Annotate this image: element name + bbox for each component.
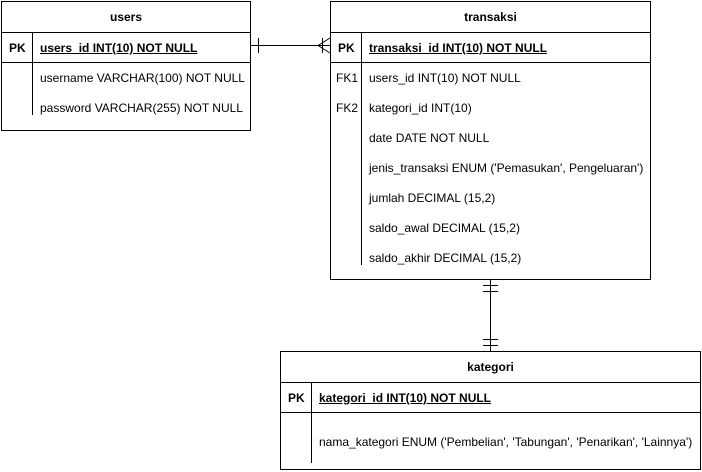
- kategori-pk-divider: [311, 383, 312, 412]
- users-fields-divider: [32, 63, 33, 115]
- transaksi-field-saldo-awal: saldo_awal DECIMAL (15,2): [369, 221, 520, 235]
- transaksi-end-crowfoot-lower: [317, 45, 331, 54]
- transaksi-field-date: date DATE NOT NULL: [369, 131, 490, 145]
- transaksi-field-saldo-akhir: saldo_akhir DECIMAL (15,2): [369, 251, 522, 265]
- kategori-field-nama-kategori: nama_kategori ENUM ('Pembelian', 'Tabung…: [319, 434, 693, 449]
- transaksi-fk2-label: FK2: [336, 101, 359, 115]
- kategori-fields-section: nama_kategori ENUM ('Pembelian', 'Tabung…: [281, 413, 700, 470]
- users-field-username: username VARCHAR(100) NOT NULL: [40, 71, 245, 85]
- transaksi-fk1-label: FK1: [336, 71, 359, 85]
- transaksi-field-kategori-id: kategori_id INT(10): [369, 101, 472, 115]
- kategori-pk-key-label: PK: [288, 391, 305, 405]
- kategori-field-key: [281, 413, 311, 470]
- transaksi-pk-divider: [361, 33, 362, 62]
- transaksi-field-key: [331, 123, 361, 153]
- transaksi-fields-divider: [361, 63, 362, 265]
- users-pk-key-label: PK: [9, 41, 26, 55]
- users-field-password: password VARCHAR(255) NOT NULL: [40, 101, 243, 115]
- users-pk-section: PK users_id INT(10) NOT NULL: [2, 33, 250, 63]
- transaksi-field-users-id: users_id INT(10) NOT NULL: [369, 71, 521, 85]
- transaksi-end-crowfoot-upper: [317, 37, 331, 46]
- transaksi-pk-key-label: PK: [338, 41, 355, 55]
- transaksi-field-jumlah: jumlah DECIMAL (15,2): [369, 191, 496, 205]
- kategori-table-title: kategori: [281, 352, 700, 383]
- transaksi-field-key: [331, 243, 361, 273]
- kategori-pk-section: PK kategori_id INT(10) NOT NULL: [281, 383, 700, 413]
- transaksi-field-key: [331, 183, 361, 213]
- kategori-fields-divider: [311, 413, 312, 463]
- users-field-key: [2, 93, 32, 123]
- users-pk-divider: [32, 33, 33, 62]
- transaksi-field-jenis-transaksi: jenis_transaksi ENUM ('Pemasukan', Penge…: [369, 161, 644, 175]
- users-table[interactable]: users PK users_id INT(10) NOT NULL usern…: [1, 1, 251, 131]
- kategori-pk-field: kategori_id INT(10) NOT NULL: [319, 391, 492, 405]
- transaksi-table[interactable]: transaksi PK transaksi_id INT(10) NOT NU…: [330, 1, 651, 280]
- transaksi-table-title: transaksi: [331, 2, 650, 33]
- transaksi-fields-section: FK1 FK2 users_id INT(10) NOT NULL katego…: [331, 63, 650, 273]
- transaksi-field-key: [331, 213, 361, 243]
- users-field-key: [2, 63, 32, 93]
- transaksi-pk-section: PK transaksi_id INT(10) NOT NULL: [331, 33, 650, 63]
- transaksi-pk-field: transaksi_id INT(10) NOT NULL: [369, 41, 548, 55]
- users-fields-section: username VARCHAR(100) NOT NULL password …: [2, 63, 250, 123]
- transaksi-field-key: [331, 153, 361, 183]
- kategori-table[interactable]: kategori PK kategori_id INT(10) NOT NULL…: [280, 351, 701, 470]
- users-pk-field: users_id INT(10) NOT NULL: [40, 41, 198, 55]
- users-table-title: users: [2, 2, 250, 33]
